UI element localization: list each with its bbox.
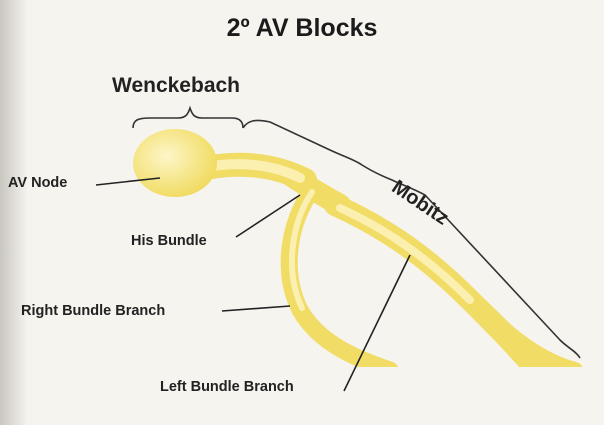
wenckebach-brace: [132, 105, 244, 129]
page-title: 2º AV Blocks: [226, 14, 378, 42]
his-bundle-leader: [235, 194, 301, 238]
av-node-leader: [95, 177, 161, 186]
conduction-pathway: [133, 129, 583, 367]
av-node-shape: [133, 129, 217, 197]
wenckebach-label: Wenckebach: [112, 74, 240, 97]
left-bundle-branch-label: Left Bundle Branch: [160, 379, 294, 395]
right-bundle-branch-label: Right Bundle Branch: [21, 303, 166, 319]
av-node-label: AV Node: [8, 175, 68, 191]
rbb-leader: [221, 305, 291, 312]
lbb-leader: [343, 254, 411, 392]
mobitz-brace: [242, 119, 581, 359]
page-shadow: [0, 0, 28, 425]
his-bundle-label: His Bundle: [131, 233, 207, 249]
